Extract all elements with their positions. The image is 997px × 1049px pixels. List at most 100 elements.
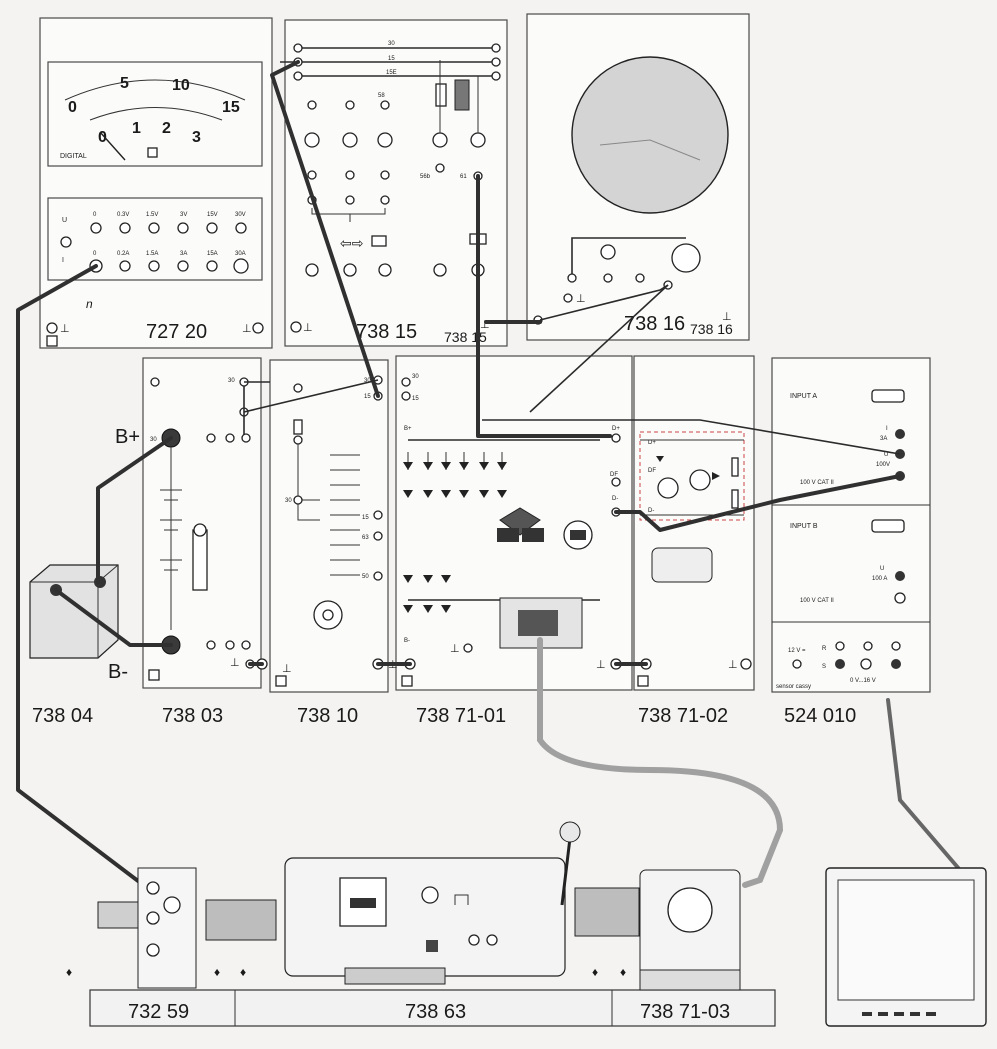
tacho-socket-3[interactable] <box>146 943 160 957</box>
tacho-socket-2[interactable] <box>146 911 160 925</box>
motor-lever-knob[interactable] <box>559 821 581 843</box>
m72720-logo <box>46 335 58 347</box>
cassy-r-socket-3[interactable] <box>891 641 901 651</box>
m73816-socket-3[interactable] <box>635 273 645 283</box>
socket-30-right[interactable] <box>491 43 501 53</box>
socket-a-3[interactable] <box>177 260 189 272</box>
m73803-socket-tl[interactable] <box>150 377 160 387</box>
socket-df[interactable] <box>611 477 621 487</box>
motor-socket-1[interactable] <box>468 934 480 946</box>
m73815-ground-socket[interactable] <box>290 321 302 333</box>
motor-lever[interactable] <box>560 837 572 906</box>
m73816-socket-1[interactable] <box>567 273 577 283</box>
m7387102-ground-socket-2[interactable] <box>740 658 752 670</box>
cassy-socket-i[interactable] <box>895 429 905 439</box>
speed-dial-icon[interactable] <box>421 886 439 904</box>
m73810-socket-f[interactable] <box>293 435 303 445</box>
cassy-r-socket-2[interactable] <box>863 641 873 651</box>
monitor-button-5[interactable] <box>926 1012 936 1016</box>
socket-30-left[interactable] <box>293 43 303 53</box>
m72720-ground-socket-2[interactable] <box>252 322 264 334</box>
m73810-socket-tl[interactable] <box>293 383 303 393</box>
headlight-icon <box>371 235 387 247</box>
clamp-knob-4-icon[interactable]: ♦ <box>592 965 598 979</box>
clamp-knob-3-icon[interactable]: ♦ <box>240 965 246 979</box>
socket-15e-left[interactable] <box>293 71 303 81</box>
a-range-2: 1.5A <box>146 251 158 257</box>
battery-738-04: 738 04 <box>29 564 119 727</box>
lamp3-socket-top[interactable] <box>380 100 390 110</box>
lamp3-socket-bottom[interactable] <box>380 170 390 180</box>
lamp1-icon <box>304 132 320 148</box>
lamp2-socket-top[interactable] <box>345 100 355 110</box>
cassy-connector-a[interactable] <box>871 389 905 403</box>
lamp4-socket[interactable] <box>435 163 445 173</box>
lamp-column-3: 58 <box>377 93 393 205</box>
socket-row-3[interactable] <box>378 263 392 277</box>
socket-row-2[interactable] <box>343 263 357 277</box>
lamp1-socket-top[interactable] <box>307 100 317 110</box>
socket-v-4[interactable] <box>206 222 218 234</box>
monitor-button-2[interactable] <box>878 1012 888 1016</box>
lamp3-socket-out[interactable] <box>380 195 390 205</box>
meter-zero-screw[interactable] <box>147 147 158 158</box>
m73803-socket-b3[interactable] <box>241 433 251 443</box>
socket-dplus[interactable] <box>611 433 621 443</box>
socket-v-1[interactable] <box>119 222 131 234</box>
cassy-s-socket[interactable] <box>835 659 845 669</box>
lamp1-socket-bottom[interactable] <box>307 170 317 180</box>
socket-a-1[interactable] <box>119 260 131 272</box>
monitor-button-1[interactable] <box>862 1012 872 1016</box>
m73810-socket-50[interactable] <box>373 571 383 581</box>
clamp-knob-1-icon[interactable]: ♦ <box>66 965 72 979</box>
meter-selector-u[interactable] <box>60 236 72 248</box>
socket-v-5[interactable] <box>235 222 247 234</box>
m72720-ground-socket[interactable] <box>46 322 58 334</box>
m73816-socket-2[interactable] <box>603 273 613 283</box>
disconnect-switch-handle[interactable] <box>192 529 208 591</box>
socket-a-4[interactable] <box>206 260 218 272</box>
socket-v-0[interactable] <box>90 222 102 234</box>
m7387101-socket-bm[interactable] <box>463 643 473 653</box>
clamp-knob-5-icon[interactable]: ♦ <box>620 965 626 979</box>
lamp2-socket-out[interactable] <box>345 195 355 205</box>
socket-row-1[interactable] <box>305 263 319 277</box>
cassy-dial[interactable] <box>860 658 872 670</box>
m73816-ground-socket[interactable] <box>563 293 573 303</box>
socket-v-2[interactable] <box>148 222 160 234</box>
m73810-socket-15b[interactable] <box>373 510 383 520</box>
monitor-button-4[interactable] <box>910 1012 920 1016</box>
meter-lower-0: 0 <box>98 129 107 146</box>
m73803-socket-m2[interactable] <box>225 640 235 650</box>
monitor-button-3[interactable] <box>894 1012 904 1016</box>
motor-switch-knob[interactable] <box>350 898 376 908</box>
cassy-socket-ub-gnd[interactable] <box>894 592 906 604</box>
lamp2-socket-bottom[interactable] <box>345 170 355 180</box>
clamp-knob-2-icon[interactable]: ♦ <box>214 965 220 979</box>
m73810-socket-63[interactable] <box>373 531 383 541</box>
term-df-reg: DF <box>648 468 656 474</box>
cassy-r-socket-1[interactable] <box>835 641 845 651</box>
socket-v-3[interactable] <box>177 222 189 234</box>
socket-15e-right[interactable] <box>491 71 501 81</box>
socket-a-2[interactable] <box>148 260 160 272</box>
cassy-supply-socket[interactable] <box>792 659 802 669</box>
cassy-socket-ub[interactable] <box>895 571 905 581</box>
socket-row-4[interactable] <box>433 263 447 277</box>
stator-winding-2 <box>522 528 544 542</box>
m73803-socket-m3[interactable] <box>241 640 251 650</box>
m73803-socket-b1[interactable] <box>206 433 216 443</box>
m7387101-socket-30[interactable] <box>401 377 411 387</box>
m7387101-socket-15[interactable] <box>401 391 411 401</box>
socket-a-5[interactable] <box>233 258 249 274</box>
m73810-socket-30b[interactable] <box>293 495 303 505</box>
wiring <box>16 60 962 892</box>
module-727-20: 0 5 10 15 0 1 2 3 DIGITAL U I 0 0.3V 1.5… <box>39 17 273 349</box>
socket-15-right[interactable] <box>491 57 501 67</box>
cassy-connector-b[interactable] <box>871 519 905 533</box>
m73803-socket-m1[interactable] <box>206 640 216 650</box>
m73803-socket-b2[interactable] <box>225 433 235 443</box>
tacho-socket-1[interactable] <box>146 881 160 895</box>
motor-socket-2[interactable] <box>486 934 498 946</box>
cassy-plus-socket[interactable] <box>891 659 901 669</box>
